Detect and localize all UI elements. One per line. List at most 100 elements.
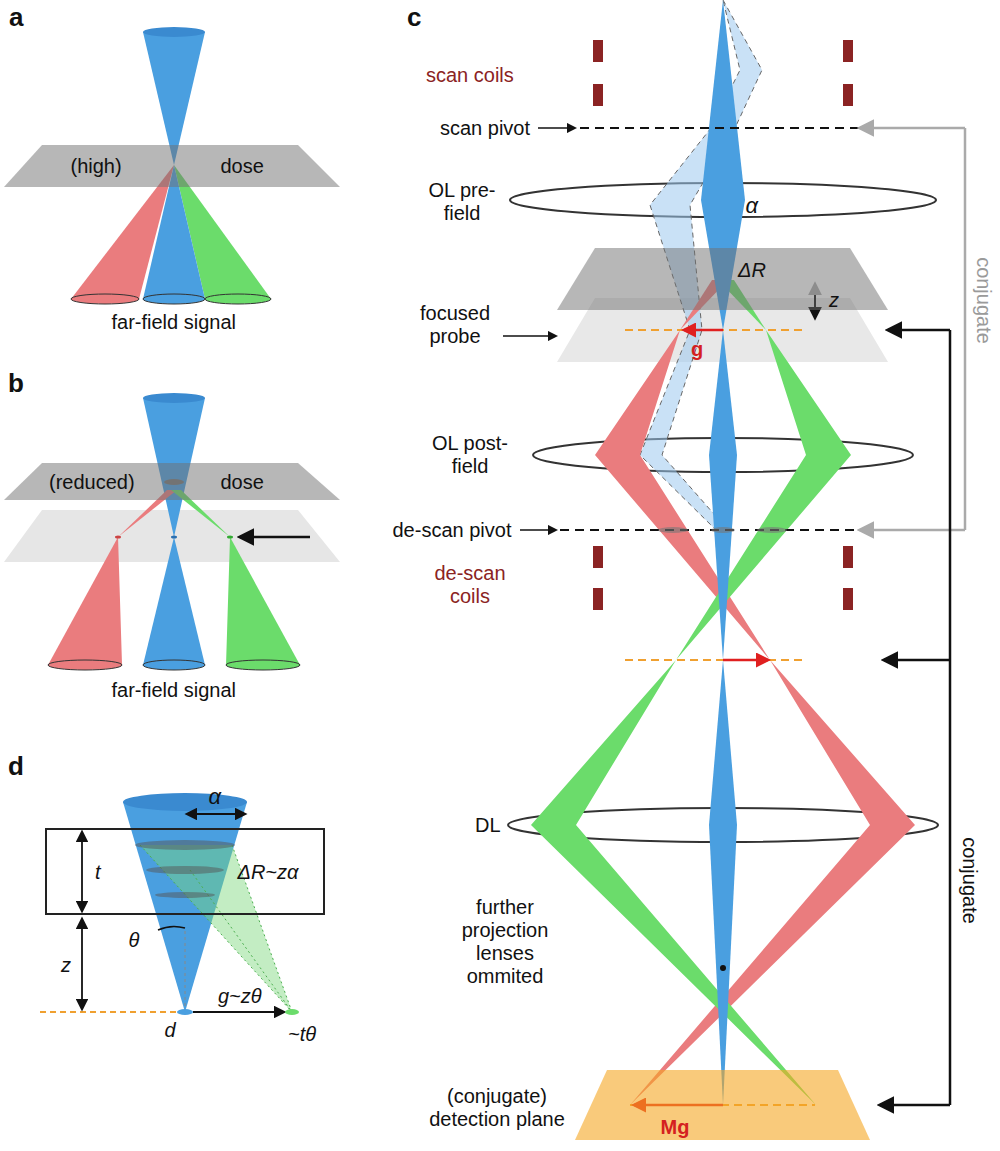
scatter-spot: [285, 1009, 299, 1015]
node-outline: [575, 1070, 870, 1140]
beam-section: [757, 527, 787, 533]
conjugate-arrow: [888, 329, 950, 332]
coil: [843, 84, 853, 106]
panel-letter: b: [8, 369, 24, 399]
sample-plane: (high) dose: [4, 145, 340, 187]
coil: [593, 588, 603, 610]
shift-arrow: [240, 536, 310, 539]
red-cone: [48, 537, 122, 665]
node-text: Mg: [661, 1116, 690, 1139]
conjugate-bracket: [964, 128, 967, 530]
node-outline: [46, 829, 324, 914]
image-plane-line: [625, 659, 805, 661]
coil: [593, 546, 603, 568]
node-text: dose: [221, 471, 264, 494]
part-label: scan coils: [426, 64, 514, 87]
specimen-box: t ΔR~zα: [45, 828, 325, 915]
conjugate-arrow: [860, 127, 965, 130]
red-disk: [71, 294, 139, 304]
beam-section: [146, 866, 224, 874]
cone-top: [143, 27, 205, 37]
part-label: (conjugate) detection plane: [422, 1085, 572, 1131]
formula-label: ~tθ: [288, 1023, 316, 1046]
ray: [190, 870, 292, 1012]
symbol-label: α: [209, 784, 222, 809]
pointer-arrow: [503, 335, 556, 337]
pointer-arrow: [538, 127, 575, 129]
conjugate-arrow: [880, 1104, 950, 1107]
caption-text: far-field signal: [112, 679, 237, 702]
part-label: OL pre-field: [415, 179, 510, 225]
part-label: scan pivot: [440, 117, 530, 140]
part-label: de-scan coils: [430, 562, 510, 608]
cone-top: [143, 393, 205, 403]
caption-text: far-field signal: [112, 311, 237, 334]
pivot-line: [580, 127, 860, 129]
part-label: focused probe: [410, 302, 500, 348]
angle-arc: [158, 926, 185, 930]
detection-plane: Mg: [575, 1070, 870, 1140]
beam-section: [135, 840, 235, 850]
panel-b-beams: [4, 393, 340, 670]
probe-plane-line: [625, 329, 805, 331]
part-label: OL post-field: [420, 432, 520, 478]
symbol-label: d: [165, 1019, 176, 1042]
node-outline: [4, 145, 340, 187]
conjugate-arrow: [884, 659, 950, 662]
focus-spot: [115, 536, 121, 539]
node-text: ΔR: [738, 259, 766, 282]
coil: [593, 84, 603, 106]
focus-spot: [171, 536, 177, 539]
coil: [593, 40, 603, 62]
vector-label: g: [691, 338, 703, 361]
focal-line: [40, 1011, 178, 1013]
symbol-label: z: [61, 954, 71, 977]
dot: [720, 965, 726, 971]
node-text: t: [95, 861, 101, 884]
blue-beam: [709, 660, 737, 1105]
focus-spot: [227, 536, 233, 539]
g-vector: [723, 659, 768, 662]
red-beam: [595, 330, 770, 660]
panel-c-optics: [503, 0, 965, 1105]
coil: [843, 40, 853, 62]
beam-section: [711, 527, 735, 533]
node-text: (reduced): [49, 471, 135, 494]
panel-letter: c: [407, 3, 421, 33]
node-text: ΔR~zα: [238, 861, 299, 884]
coil: [843, 546, 853, 568]
blue-disk: [143, 294, 205, 304]
conjugate-bracket: [949, 330, 952, 1105]
blue-beam: [709, 330, 737, 660]
green-cone: [226, 537, 300, 665]
green-beam: [531, 660, 816, 1105]
green-beam: [676, 330, 851, 660]
cone-top: [123, 793, 247, 811]
node-text: (high): [71, 155, 122, 178]
g-arrow: [193, 1011, 284, 1013]
sample-plane: (reduced) dose: [4, 463, 340, 500]
pointer-arrow: [520, 529, 556, 531]
panel-letter: a: [9, 3, 23, 33]
node-outline: [4, 463, 340, 500]
coil: [843, 588, 853, 610]
node-shape: [575, 1070, 870, 1140]
axis: [185, 930, 186, 1012]
node-shape: [4, 145, 340, 187]
node-text: dose: [221, 155, 264, 178]
bracket-label: conjugate: [957, 837, 980, 924]
bracket-label: conjugate: [971, 257, 994, 344]
panel-d-geometry: [40, 793, 299, 1015]
panel-letter: d: [8, 752, 24, 782]
g-vector: [684, 329, 723, 332]
pivot-line: [560, 529, 860, 531]
green-disk: [205, 294, 271, 304]
blue-cone: [143, 537, 205, 665]
symbol-label: α: [746, 193, 759, 218]
symbol-label: θ: [129, 929, 140, 952]
blue-disk: [143, 660, 205, 670]
t-arrow: [81, 832, 83, 911]
part-label: de-scan pivot: [393, 519, 512, 542]
part-label: DL: [475, 814, 501, 837]
